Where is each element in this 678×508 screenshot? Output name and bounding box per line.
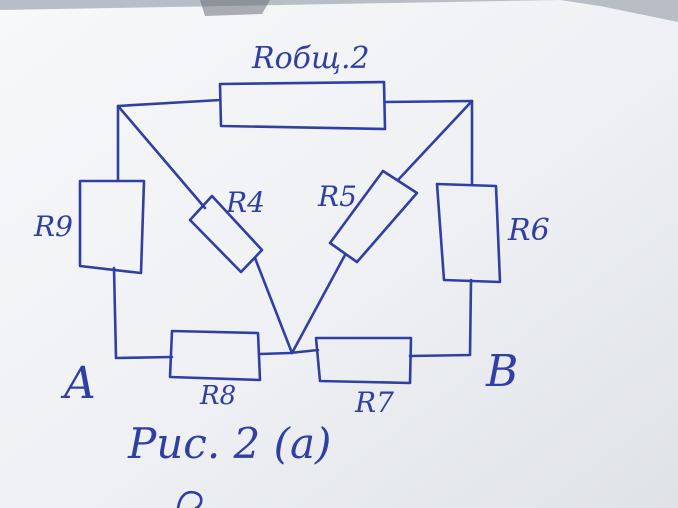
node-a-label: A bbox=[60, 358, 96, 409]
wire-diag-right-top bbox=[396, 99, 474, 182]
page-corner-scribble bbox=[200, 0, 270, 16]
label-r9: R9 bbox=[33, 210, 73, 243]
wire-diag-right-bottom bbox=[290, 253, 347, 355]
resistor-r9 bbox=[78, 179, 146, 275]
figure-caption: Рис. 2 (a) bbox=[127, 419, 331, 468]
wire-diag-left-top bbox=[116, 104, 207, 210]
label-r8: R8 bbox=[199, 381, 236, 411]
label-r6: R6 bbox=[507, 213, 550, 248]
resistor-r5 bbox=[328, 169, 419, 264]
resistor-r8 bbox=[168, 329, 262, 382]
resistor-r4 bbox=[188, 194, 264, 274]
label-r5: R5 bbox=[317, 180, 357, 213]
node-b-label: B bbox=[485, 346, 518, 397]
wire-left-bottom bbox=[112, 266, 174, 360]
label-r4: R4 bbox=[225, 186, 265, 219]
label-r7: R7 bbox=[354, 386, 394, 419]
labels: Rобщ.2 R9 R4 R5 R6 R8 R7 A B Рис. 2 (a) bbox=[33, 41, 550, 468]
resistor-top bbox=[218, 80, 387, 131]
resistor-r6 bbox=[435, 182, 502, 284]
circuit-wires bbox=[112, 98, 474, 360]
resistors bbox=[78, 80, 502, 385]
header-label: Rобщ.2 bbox=[251, 41, 370, 76]
wire-bottom-middle bbox=[258, 348, 320, 356]
wire-right-bottom bbox=[408, 278, 473, 358]
bottom-scribble bbox=[176, 490, 203, 508]
resistor-r7 bbox=[314, 336, 413, 385]
wire-diag-left-bottom bbox=[253, 256, 294, 355]
